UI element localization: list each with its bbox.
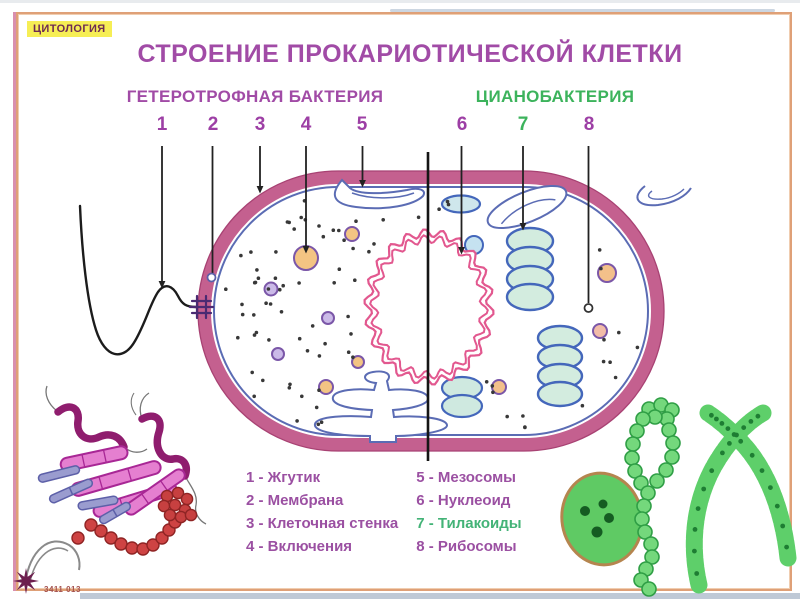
- callout-number-5: 5: [356, 114, 368, 135]
- legend-item-inclusions: 4 - Включения: [246, 538, 353, 555]
- legend-item-cell-wall: 3 - Клеточная стенка: [246, 515, 399, 532]
- poster-frame: [13, 12, 792, 591]
- membrane-fold-top-right: [486, 185, 568, 229]
- photo-edge-bottom: [80, 593, 800, 599]
- flagellum: [78, 204, 198, 356]
- callout-number-6: 6: [456, 114, 468, 135]
- subtitle-cyanobacteria: ЦИАНОБАКТЕРИЯ: [475, 87, 635, 106]
- prokaryotic-cell: [197, 170, 692, 452]
- subtitle-heterotrophic-bacteria: ГЕТЕРОТРОФНАЯ БАКТЕРИЯ: [126, 87, 384, 106]
- poster-title: СТРОЕНИЕ ПРОКАРИОТИЧЕСКОЙ КЛЕТКИ: [137, 40, 683, 68]
- legend-item-ribosomes: 8 - Рибосомы: [416, 538, 517, 555]
- callout-number-1: 1: [156, 114, 168, 135]
- photo-edge-top: [0, 0, 800, 3]
- flagellum-basal-body: [188, 294, 215, 320]
- thylakoid-pair-center: [440, 375, 484, 419]
- starburst-icon: [13, 568, 39, 594]
- ribosome-dots: [224, 199, 640, 430]
- legend-item-mesosomes: 5 - Мезосомы: [416, 469, 516, 486]
- callout-number-2: 2: [207, 114, 219, 135]
- category-badge: ЦИТОЛОГИЯ: [27, 21, 112, 37]
- legend-item-flagellum: 1 - Жгутик: [246, 469, 321, 486]
- catalog-number: 3411 013: [44, 585, 81, 594]
- photo-edge-top-right: [390, 9, 775, 12]
- thylakoid-stack-top: [505, 226, 555, 312]
- mesosome-bottom: [314, 370, 448, 443]
- mesosome-top: [333, 178, 425, 210]
- thylakoid-stack-bottom: [536, 324, 584, 408]
- callout-lines: [158, 146, 594, 313]
- callout-number-4: 4: [300, 114, 312, 135]
- legend: 1 - Жгутик 2 - Мембрана 3 - Клеточная ст…: [246, 469, 522, 555]
- callout-number-7: 7: [517, 114, 529, 135]
- callout-number-8: 8: [583, 114, 595, 135]
- legend-item-thylakoids: 7 - Тилакоиды: [416, 515, 522, 532]
- small-blue-rods: [37, 465, 132, 525]
- cocci-bacteria: [71, 486, 198, 556]
- inclusions: [263, 226, 617, 395]
- membrane-fold-right: [636, 185, 692, 207]
- legend-item-nucleoid: 6 - Нуклеоид: [416, 492, 511, 509]
- filamentous-cyanobacteria: [685, 404, 797, 594]
- bacteria-illustration: [13, 385, 207, 594]
- spirochete-arc: [24, 540, 81, 587]
- callout-number-3: 3: [254, 114, 266, 135]
- legend-item-membrane: 2 - Мембрана: [246, 492, 344, 509]
- filament-cell-dots: [692, 412, 789, 576]
- cyanobacteria-illustration: [560, 397, 797, 597]
- bead-chain-cyanobacteria: [624, 397, 681, 597]
